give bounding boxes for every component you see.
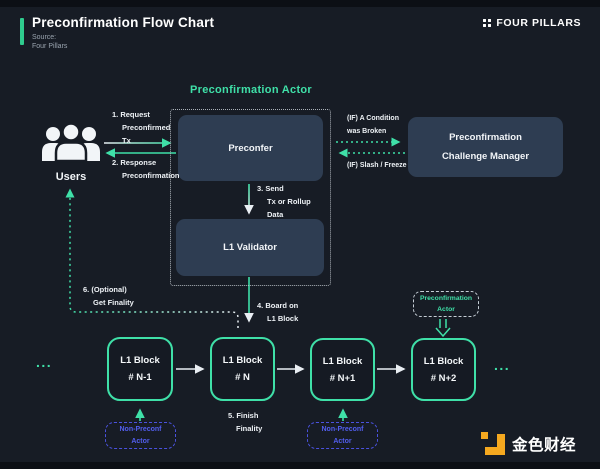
preconfirmation-actor-group-title: Preconfirmation Actor xyxy=(189,84,313,96)
non-preconf-actor-badge-right: Non-Preconf Actor xyxy=(307,422,378,449)
chain-ellipsis-right: ... xyxy=(494,357,511,373)
l1-block-n-minus-1: L1 Block # N-1 xyxy=(107,337,173,401)
source-value: Four Pillars xyxy=(32,43,68,50)
chain-ellipsis-left: ... xyxy=(36,354,53,370)
preconfer-label: Preconfer xyxy=(228,142,273,154)
four-pillars-wordmark: FOUR PILLARS xyxy=(496,17,582,29)
source-label: Source: xyxy=(32,34,57,41)
challenge-manager-line1: Preconfirmation xyxy=(449,132,522,143)
challenge-manager-line2: Challenge Manager xyxy=(441,151,530,162)
step2-label: 2. Response Preconfirmation xyxy=(112,158,180,180)
users-label: Users xyxy=(55,171,87,183)
arrow-preconf-actor-badge xyxy=(435,319,451,338)
l1-block-n: L1 Block # N xyxy=(210,337,275,401)
preconfer-node: Preconfer xyxy=(178,115,323,181)
jinse-finance-wordmark: 金色财经 xyxy=(512,436,577,454)
step1-label: 1. Request Preconfirmed Tx xyxy=(112,110,171,145)
l1-block-n-plus-1: L1 Block # N+1 xyxy=(310,338,375,401)
preconfirmation-actor-group-box xyxy=(170,109,331,286)
step3-label: 3. Send Tx or Rollup Data xyxy=(257,184,311,219)
l1-block-n-plus-2: L1 Block # N+2 xyxy=(411,338,476,401)
bottom-border xyxy=(0,462,600,469)
challenge-manager-node: Preconfirmation Challenge Manager xyxy=(408,117,563,177)
users-icon xyxy=(42,122,100,163)
four-pillars-dots-icon xyxy=(483,18,492,28)
top-border xyxy=(0,0,600,7)
four-pillars-logo: FOUR PILLARS xyxy=(483,17,581,29)
if-slash-freeze-label: (IF) Slash / Freeze xyxy=(347,162,407,169)
if-condition-broken-label: (IF) A Condition was Broken xyxy=(347,115,399,135)
step6-label: 6. (Optional) Get Finality xyxy=(83,285,134,307)
step4-label: 4. Board on L1 Block xyxy=(257,301,299,323)
jinse-finance-logo: 金色财经 xyxy=(481,431,576,456)
l1-validator-node: L1 Validator xyxy=(176,219,324,276)
source-caption: Source: Four Pillars xyxy=(32,33,67,51)
title-accent-bar xyxy=(20,18,24,45)
jinse-finance-icon xyxy=(481,431,506,456)
l1-validator-label: L1 Validator xyxy=(223,242,277,253)
step5-label: 5. Finish Finality xyxy=(228,411,263,433)
page-title: Preconfirmation Flow Chart xyxy=(32,15,215,30)
non-preconf-actor-badge-left: Non-Preconf Actor xyxy=(105,422,176,449)
preconf-actor-badge: Preconfirmation Actor xyxy=(413,291,479,317)
